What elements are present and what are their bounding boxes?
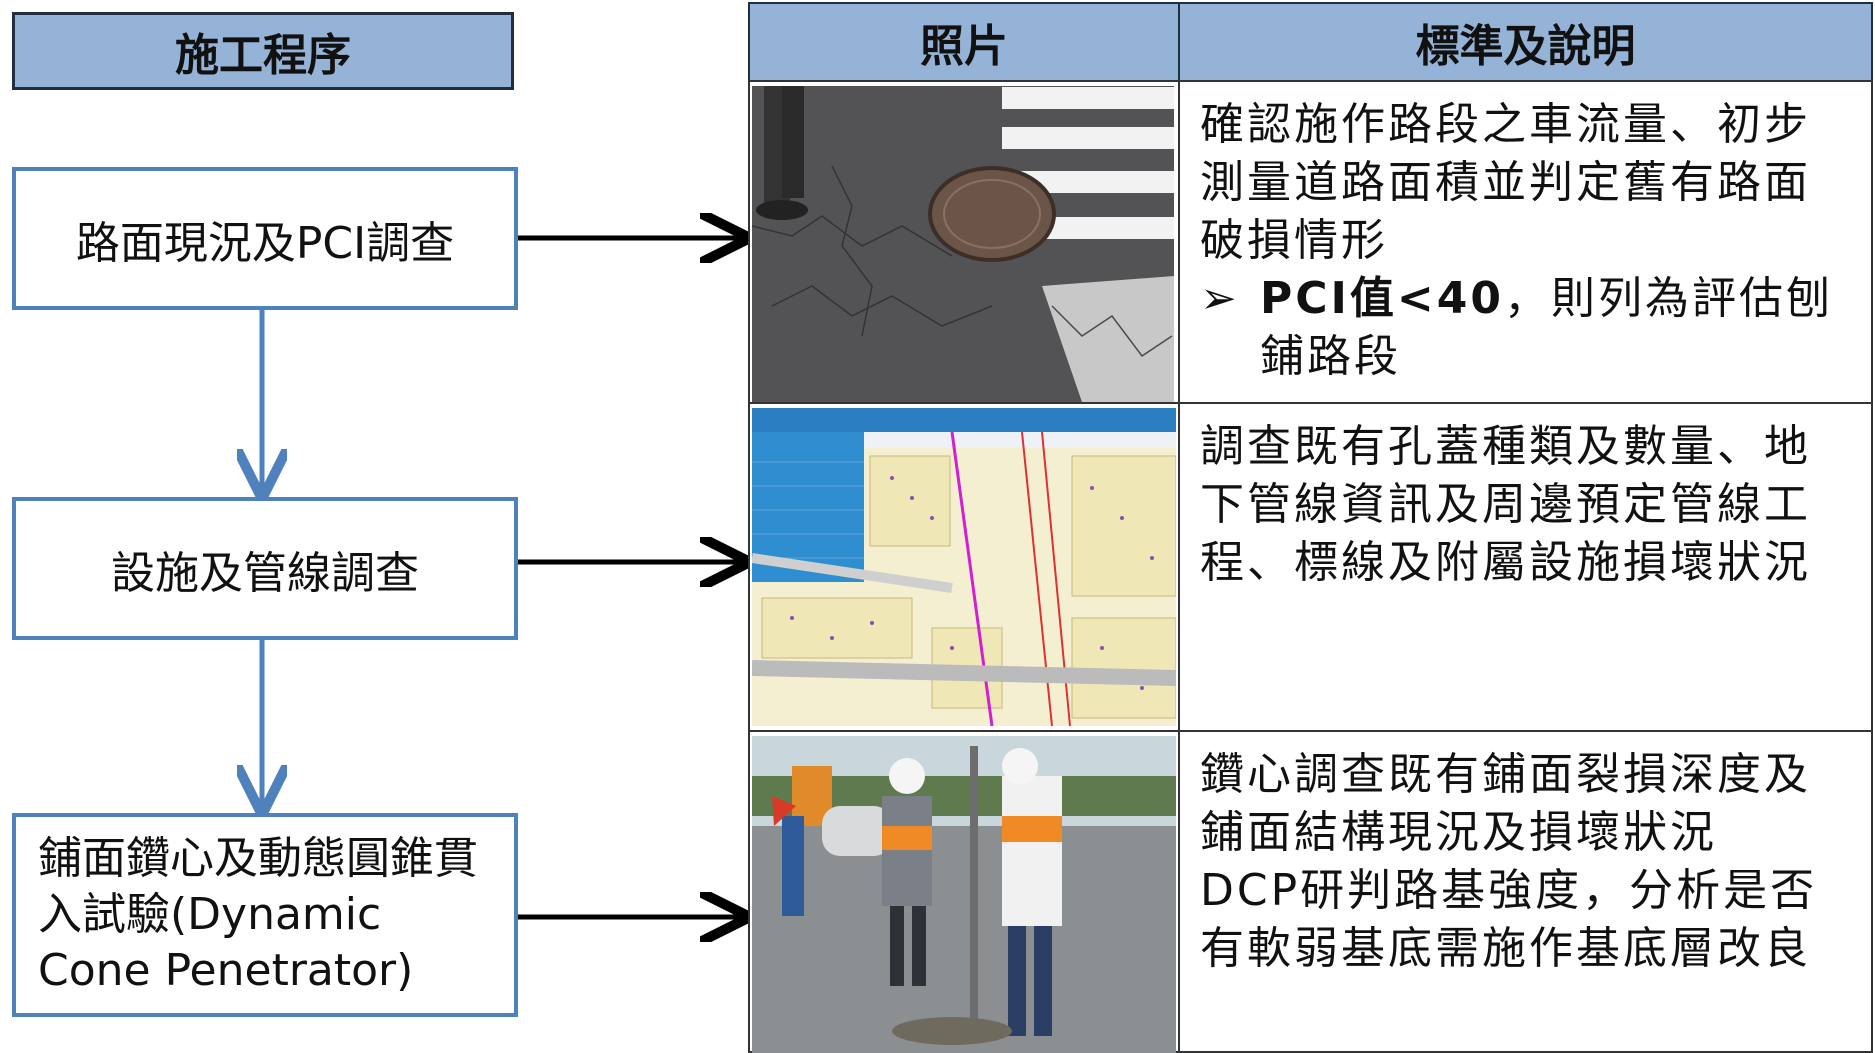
flow-step-label: 設施及管線調查 <box>111 547 419 599</box>
row-2-desc: 調查既有孔蓋種類及數量、地下管線資訊及周邊預定管線工程、標線及附屬設施損壞狀況 <box>1200 421 1811 588</box>
bullet-arrow-icon: ➢ <box>1200 273 1240 324</box>
table-header-desc: 標準及說明 <box>1178 2 1873 82</box>
table-header-desc-label: 標準及說明 <box>1415 21 1636 72</box>
table-row-3-desc-cell: 鑽心調查既有鋪面裂損深度及鋪面結構現況及損壞狀況 DCP研判路基強度，分析是否有… <box>1178 730 1873 1053</box>
flow-step-pci-survey: 路面現況及PCI調查 <box>12 167 518 310</box>
table-header-photo: 照片 <box>748 2 1180 82</box>
row-1-bullet-rest: ，則列為評估刨鋪路段 <box>1260 273 1834 382</box>
flow-header: 施工程序 <box>12 12 514 90</box>
row-1-bullet-text: PCI值<40，則列為評估刨鋪路段 <box>1260 270 1853 386</box>
row-3-desc: 鑽心調查既有鋪面裂損深度及鋪面結構現況及損壞狀況 <box>1200 749 1811 858</box>
photo-road-surface <box>752 86 1174 402</box>
table-row-1-desc-cell: 確認施作路段之車流量、初步測量道路面積並判定舊有路面破損情形 ➢ PCI值<40… <box>1178 80 1873 404</box>
pci-threshold: PCI值<40 <box>1260 273 1505 324</box>
photo-pipeline-gis-map <box>752 408 1176 726</box>
flow-header-label: 施工程序 <box>175 30 351 81</box>
row-3-desc-dcp: DCP研判路基強度，分析是否有軟弱基底需施作基底層改良 <box>1200 865 1818 974</box>
row-1-bullet: ➢ PCI值<40，則列為評估刨鋪路段 <box>1200 270 1853 386</box>
row-1-desc: 確認施作路段之車流量、初步測量道路面積並判定舊有路面破損情形 <box>1200 99 1811 266</box>
flow-step-coring-dcp: 鋪面鑽心及動態圓錐貫入試驗(Dynamic Cone Penetrator) <box>12 813 518 1017</box>
flow-step-label: 路面現況及PCI調查 <box>75 217 455 269</box>
table-row-2-desc-cell: 調查既有孔蓋種類及數量、地下管線資訊及周邊預定管線工程、標線及附屬設施損壞狀況 <box>1178 402 1873 732</box>
flow-step-facility-survey: 設施及管線調查 <box>12 497 518 640</box>
flow-step-label: 鋪面鑽心及動態圓錐貫入試驗(Dynamic Cone Penetrator) <box>38 833 478 996</box>
photo-coring-dcp-test <box>752 736 1176 1053</box>
table-header-photo-label: 照片 <box>920 21 1008 72</box>
